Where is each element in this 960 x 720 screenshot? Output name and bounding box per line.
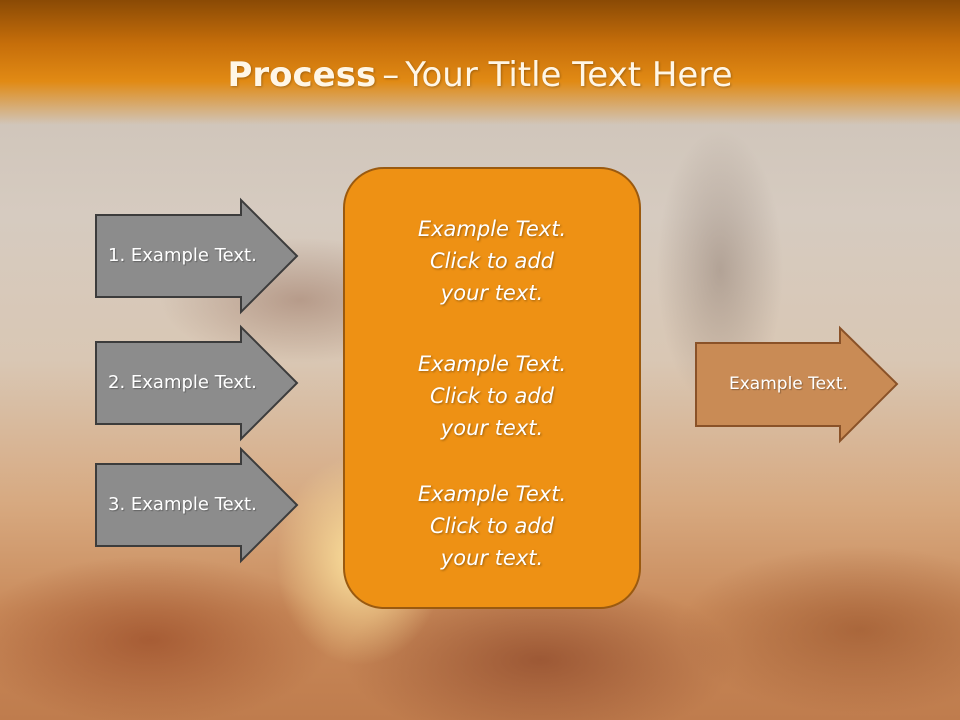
left-arrow-3-shape[interactable]	[95, 446, 299, 564]
title-rest: Your Title Text Here	[405, 55, 733, 95]
center-block-3-line-2: Click to add	[429, 514, 554, 538]
center-block-1-line-2: Click to add	[429, 249, 554, 273]
center-block-2-line-2: Click to add	[429, 384, 554, 408]
center-box-shape[interactable]	[343, 167, 641, 609]
title-bold: Process	[227, 55, 377, 95]
center-block-3: Example Text. Click to add your text.	[344, 478, 640, 574]
center-block-2: Example Text. Click to add your text.	[344, 348, 640, 444]
center-block-2-line-1: Example Text.	[417, 352, 567, 376]
left-arrow-2-shape[interactable]	[95, 324, 299, 442]
left-arrow-3-label: 3. Example Text.	[108, 494, 257, 515]
slide-title[interactable]: Process–Your Title Text Here	[0, 52, 960, 98]
left-arrow-1-label: 1. Example Text.	[108, 245, 257, 266]
center-block-1-line-1: Example Text.	[417, 217, 567, 241]
header-band	[0, 0, 960, 125]
center-block-1-line-3: your text.	[440, 281, 544, 305]
title-separator: –	[382, 55, 400, 95]
right-arrow-shape[interactable]	[695, 325, 899, 444]
center-block-2-line-3: your text.	[440, 416, 544, 440]
center-block-3-line-3: your text.	[440, 546, 544, 570]
center-block-1: Example Text. Click to add your text.	[344, 213, 640, 309]
right-arrow-label: Example Text.	[729, 374, 848, 394]
center-text-box[interactable]: Example Text. Click to add your text. Ex…	[344, 168, 640, 608]
center-block-3-line-1: Example Text.	[417, 482, 567, 506]
left-arrow-1-shape[interactable]	[95, 197, 299, 315]
left-arrow-2-label: 2. Example Text.	[108, 372, 257, 393]
